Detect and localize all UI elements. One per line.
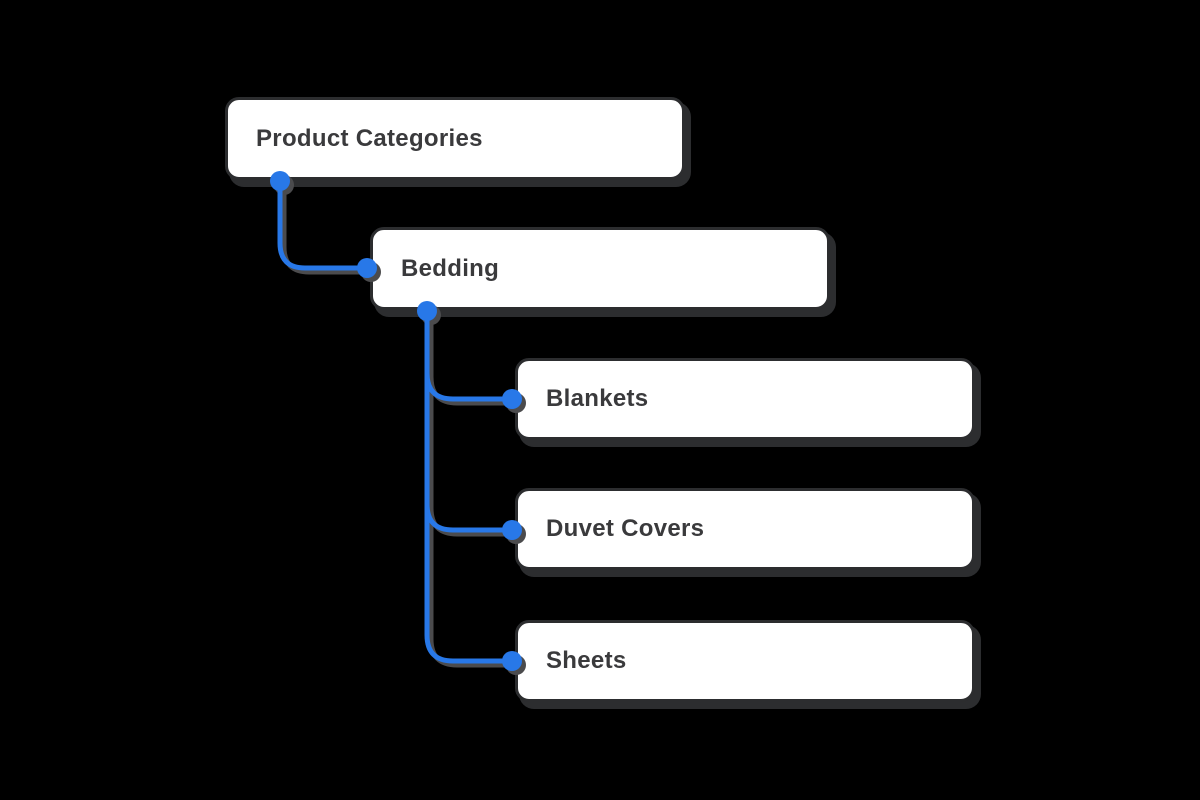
node-label: Sheets xyxy=(546,647,627,674)
edge-bedding-sheets xyxy=(424,307,513,664)
node-sheets[interactable]: Sheets xyxy=(515,620,975,702)
node-label: Product Categories xyxy=(256,124,483,152)
edge-bedding-duvet-covers xyxy=(424,307,513,533)
node-label: Blankets xyxy=(546,385,649,412)
node-label: Bedding xyxy=(401,254,500,282)
node-bedding[interactable]: Bedding xyxy=(370,227,830,310)
edge-bedding-blankets xyxy=(424,307,513,402)
edge-product-categories-bedding xyxy=(277,177,369,271)
node-product-categories[interactable]: Product Categories xyxy=(225,97,685,180)
node-label: Duvet Covers xyxy=(546,515,705,542)
node-duvet-covers[interactable]: Duvet Covers xyxy=(515,488,975,570)
node-blankets[interactable]: Blankets xyxy=(515,358,975,440)
